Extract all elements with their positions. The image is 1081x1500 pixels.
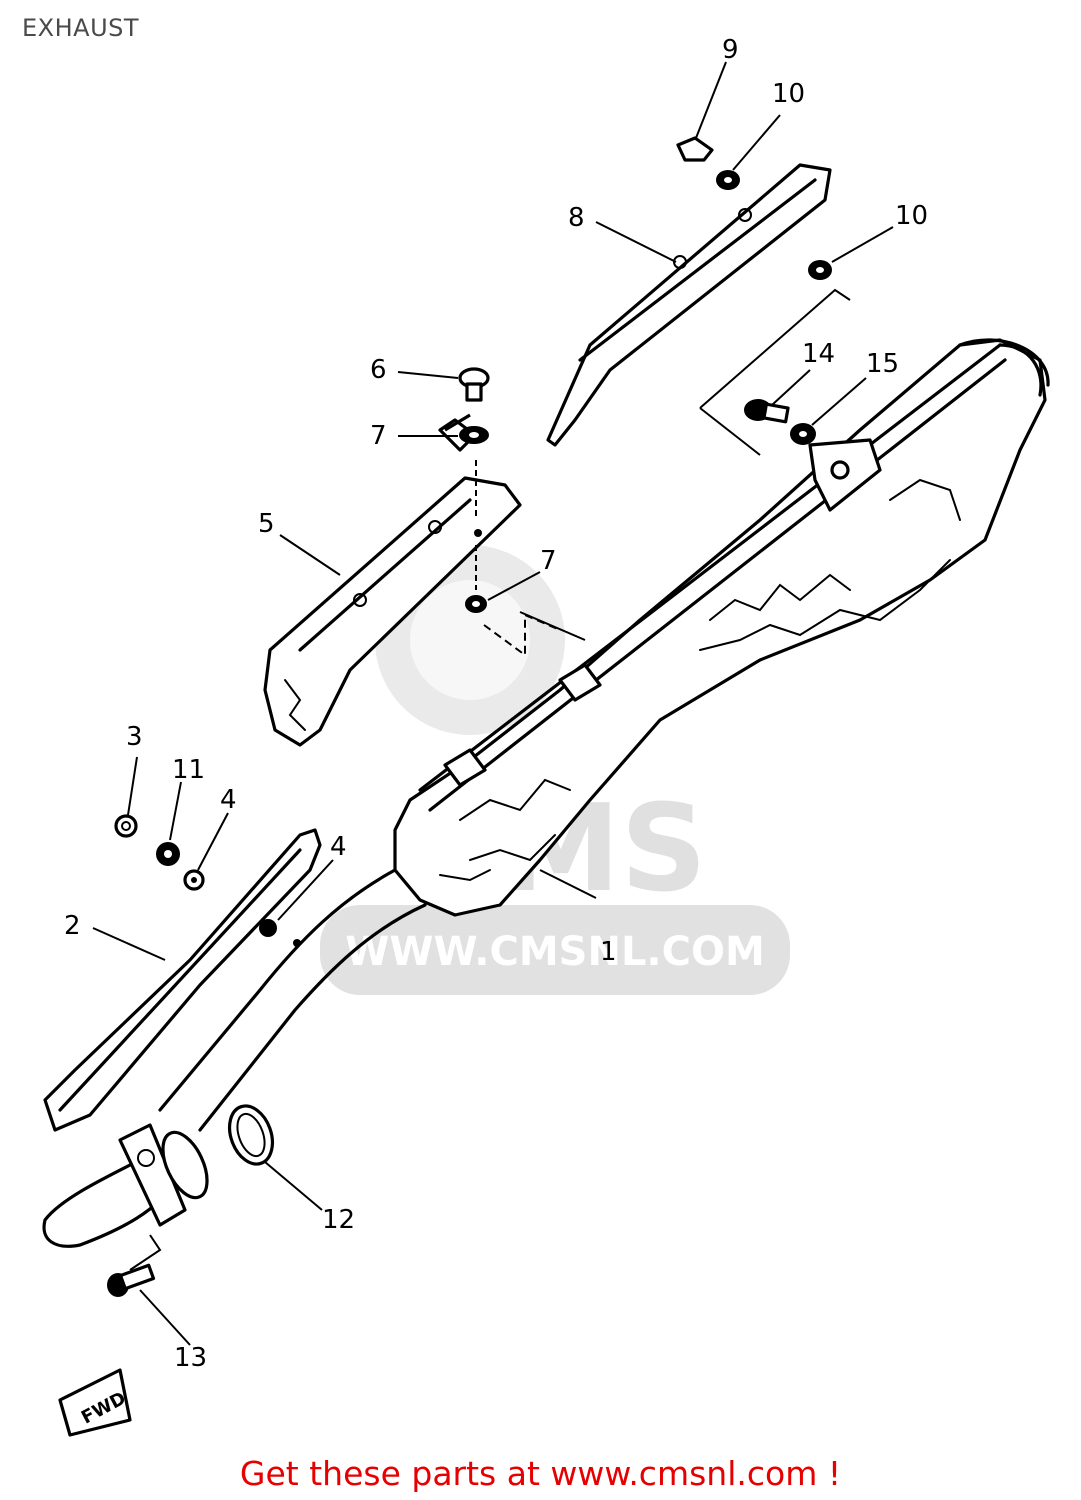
fwd-direction-marker: FWD — [58, 1368, 132, 1437]
callout-8: 8 — [568, 203, 585, 233]
callout-4a: 4 — [220, 785, 237, 815]
callout-4b: 4 — [330, 832, 347, 862]
footer-link[interactable]: Get these parts at www.cmsnl.com ! — [239, 1454, 842, 1493]
part-6-bolt — [458, 367, 490, 402]
part-12-gasket — [227, 1104, 275, 1166]
watermark: CMS WWW.CMSNL.COM — [320, 545, 790, 995]
leader-lines — [92, 61, 894, 1346]
callout-5: 5 — [258, 509, 275, 539]
part-15-washer — [790, 423, 816, 445]
part-9-bolt — [676, 136, 714, 162]
part-5-heat-guard — [263, 476, 522, 747]
callout-10b: 10 — [895, 201, 928, 231]
part-7-washer-b — [465, 595, 487, 613]
part-8-upper-heat-guard — [546, 163, 832, 447]
callout-11: 11 — [172, 755, 205, 785]
callout-9: 9 — [722, 35, 739, 65]
callout-12: 12 — [322, 1205, 355, 1235]
callout-10a: 10 — [772, 79, 805, 109]
part-14-bolt — [744, 399, 790, 424]
part-11-washer — [156, 842, 180, 866]
callout-14: 14 — [802, 339, 835, 369]
part-10-washer-b — [808, 260, 832, 280]
exhaust-parts-diagram: CMS WWW.CMSNL.COM — [42, 35, 1050, 1437]
callout-13: 13 — [174, 1343, 207, 1373]
part-10-washer-a — [716, 170, 740, 190]
part-7-washer-a — [459, 426, 489, 444]
page-title: EXHAUST — [22, 14, 140, 42]
callout-1: 1 — [600, 937, 617, 967]
part-13-bolt — [107, 1263, 156, 1297]
callout-15: 15 — [866, 349, 899, 379]
watermark-url: WWW.CMSNL.COM — [345, 929, 765, 975]
callout-3: 3 — [126, 722, 143, 752]
part-1-muffler — [42, 338, 1050, 1248]
part-4-washer-a — [183, 869, 205, 891]
part-3-nut — [114, 814, 138, 838]
callout-7a: 7 — [370, 421, 387, 451]
callout-2: 2 — [64, 911, 81, 941]
callout-7b: 7 — [540, 546, 557, 576]
callout-6: 6 — [370, 355, 387, 385]
assembly-lines — [129, 288, 851, 1271]
part-2-lower-heat-shield — [43, 828, 322, 1132]
